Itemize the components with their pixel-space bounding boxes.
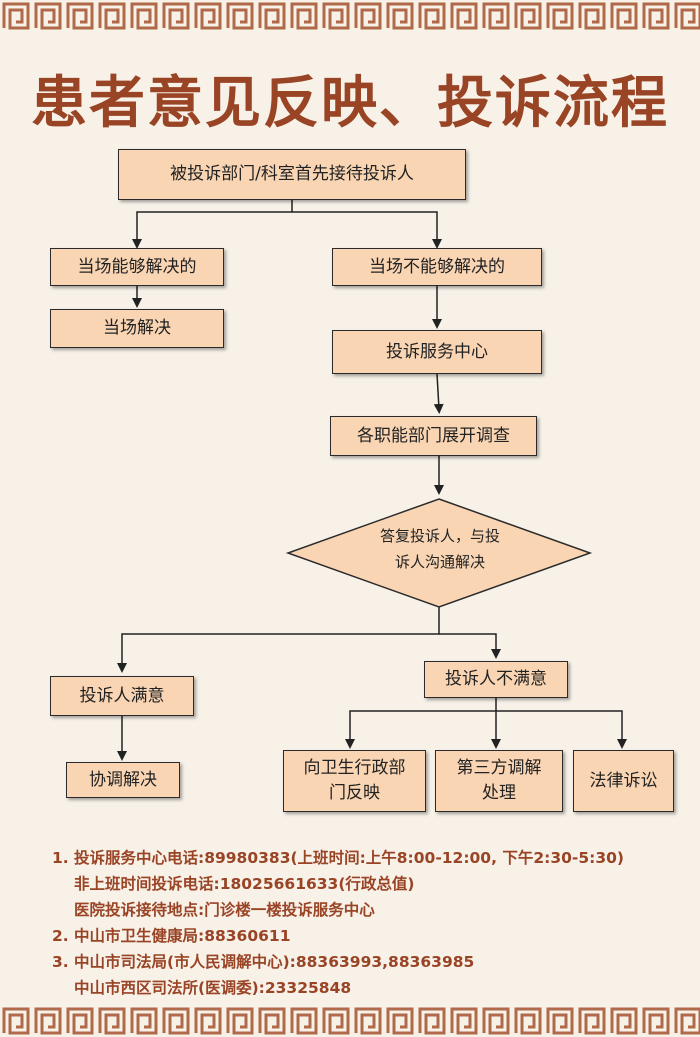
contact-text: 投诉服务中心电话:89980383(上班时间:上午8:00-12:00, 下午2…	[74, 849, 624, 867]
arrow-to-litigation	[496, 710, 627, 749]
contact-text: 中山市卫生健康局:88360611	[74, 927, 291, 945]
contact-text: 中山市西区司法所(医调委):23325848	[74, 979, 352, 997]
resolve-on-site-box: 当场解决	[50, 309, 224, 348]
contact-line: 医院投诉接待地点:门诊楼一楼投诉服务中心	[52, 897, 692, 923]
arrow-to-satisfied	[117, 607, 440, 673]
decision-diamond	[285, 498, 593, 608]
contact-text: 医院投诉接待地点:门诊楼一楼投诉服务中心	[74, 901, 375, 919]
third-party-label-line1: 第三方调解	[456, 758, 542, 779]
investigate-label: 各职能部门展开调查	[357, 425, 510, 446]
litigation-box: 法律诉讼	[573, 750, 674, 812]
cannot-resolve-label: 当场不能够解决的	[369, 256, 505, 277]
coordinate-label: 协调解决	[89, 769, 157, 790]
contact-number	[52, 871, 74, 897]
contact-line: 非上班时间投诉电话:18025661633(行政总值)	[52, 871, 692, 897]
reply-label: 答复投诉人，与投 诉人沟通解决	[330, 524, 550, 575]
not-satisfied-box: 投诉人不满意	[424, 661, 568, 698]
contact-line: 3. 中山市司法局(市人民调解中心):88363993,88363985	[52, 949, 692, 975]
arrow-to-investigate	[433, 373, 444, 414]
page-title: 患者意见反映、投诉流程	[31, 71, 669, 136]
start-label: 被投诉部门/科室首先接待投诉人	[170, 164, 414, 185]
resolve-on-site-label: 当场解决	[103, 318, 171, 339]
contact-info: 1. 投诉服务中心电话:89980383(上班时间:上午8:00-12:00, 下…	[52, 845, 692, 1001]
coordinate-box: 协调解决	[66, 762, 180, 798]
bottom-decorative-border	[0, 1005, 700, 1037]
contact-number: 3.	[52, 953, 69, 971]
top-decorative-border	[0, 0, 700, 32]
arrow-to-can-resolve	[132, 200, 293, 249]
reply-label-line1: 答复投诉人，与投	[379, 527, 500, 545]
contact-text: 中山市司法局(市人民调解中心):88363993,88363985	[74, 953, 475, 971]
satisfied-box: 投诉人满意	[50, 676, 194, 716]
contact-number: 2.	[52, 927, 69, 945]
contact-text: 非上班时间投诉电话:18025661633(行政总值)	[74, 875, 415, 893]
service-center-box: 投诉服务中心	[332, 330, 542, 374]
health-dept-label-line1: 向卫生行政部	[303, 758, 406, 779]
contact-line: 中山市西区司法所(医调委):23325848	[52, 975, 692, 1001]
litigation-label: 法律诉讼	[589, 770, 658, 791]
arrow-to-not-satisfied	[439, 633, 501, 659]
arrow-to-health-dept	[345, 698, 497, 749]
satisfied-label: 投诉人满意	[79, 685, 165, 706]
contact-number: 1.	[52, 849, 69, 867]
arrow-to-cannot-resolve	[292, 211, 442, 249]
can-resolve-label: 当场能够解决的	[77, 256, 197, 277]
service-center-label: 投诉服务中心	[386, 341, 488, 362]
contact-line: 2. 中山市卫生健康局:88360611	[52, 923, 692, 949]
not-satisfied-label: 投诉人不满意	[445, 669, 547, 690]
health-dept-box: 向卫生行政部 门反映	[283, 750, 426, 812]
contact-line: 1. 投诉服务中心电话:89980383(上班时间:上午8:00-12:00, 下…	[52, 845, 692, 871]
can-resolve-box: 当场能够解决的	[50, 248, 224, 286]
third-party-box: 第三方调解 处理	[435, 750, 563, 812]
health-dept-label-line2: 门反映	[329, 783, 380, 803]
third-party-label-line2: 处理	[482, 783, 516, 803]
cannot-resolve-box: 当场不能够解决的	[332, 248, 542, 286]
start-box: 被投诉部门/科室首先接待投诉人	[118, 149, 466, 200]
contact-number	[52, 975, 74, 1001]
contact-number	[52, 897, 74, 923]
reply-label-line2: 诉人沟通解决	[394, 552, 485, 571]
investigate-box: 各职能部门展开调查	[330, 416, 537, 456]
